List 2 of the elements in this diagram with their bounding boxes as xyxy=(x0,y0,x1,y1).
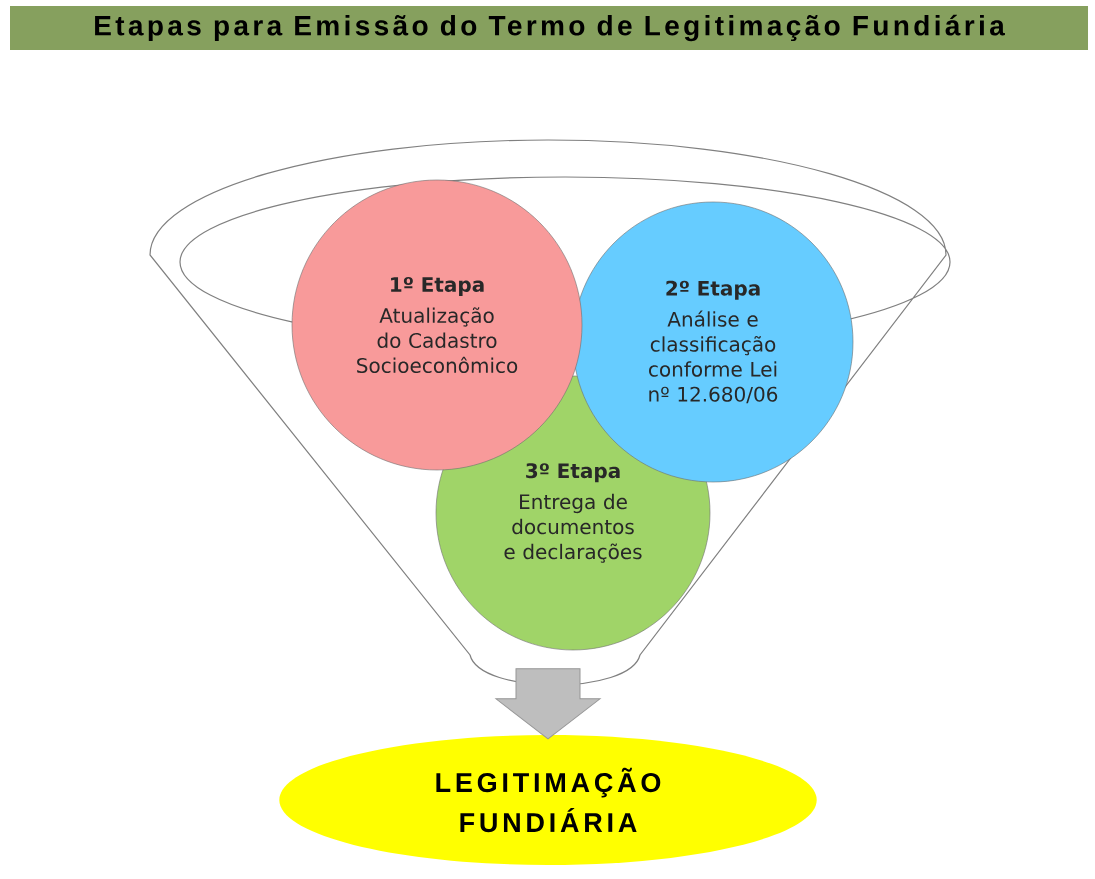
title-banner: Etapas para Emissão do Termo de Legitimação Fundiária xyxy=(10,6,1088,50)
block-arrow xyxy=(495,668,601,740)
